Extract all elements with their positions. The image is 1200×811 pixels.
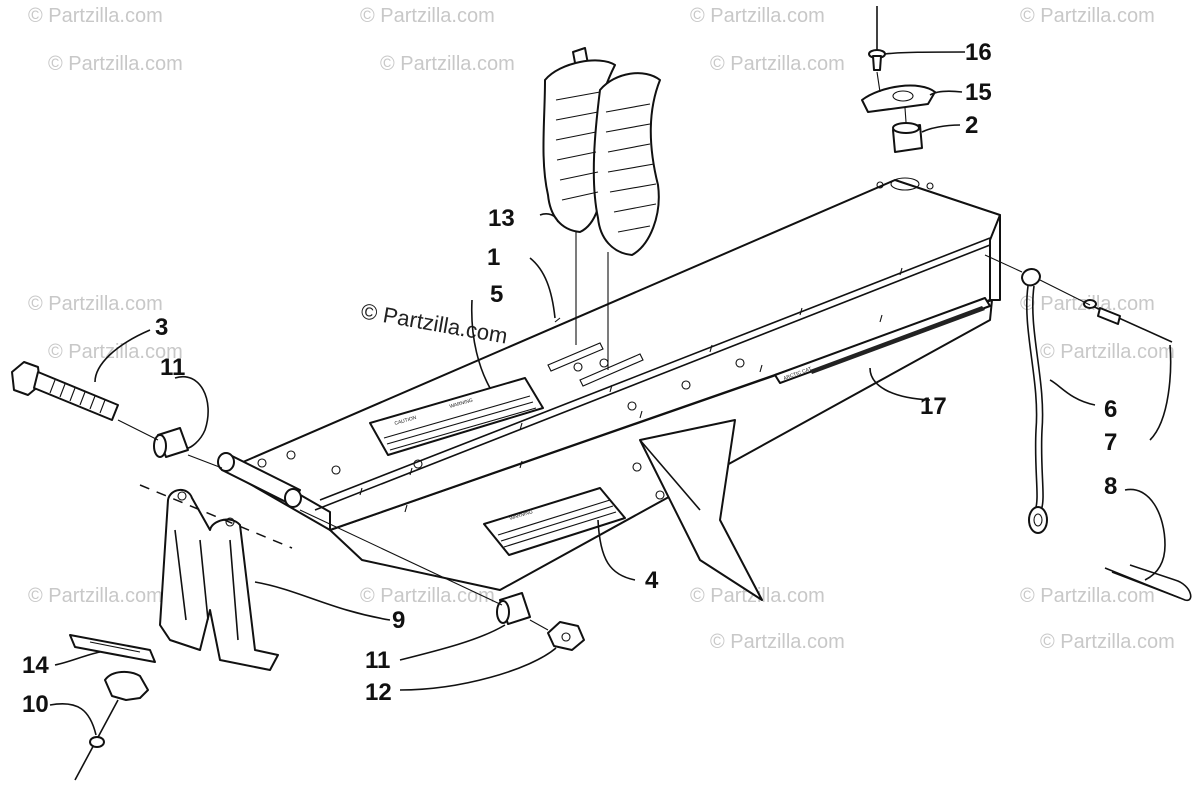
watermark: © Partzilla.com	[28, 5, 163, 27]
watermark: © Partzilla.com	[710, 53, 845, 75]
callout-11b: 11	[365, 647, 390, 674]
mount-plate	[861, 84, 936, 113]
hex-nut	[547, 621, 585, 651]
watermark: © Partzilla.com	[1040, 341, 1175, 363]
hair-pin-clip	[1104, 564, 1192, 602]
callout-5: 5	[490, 281, 503, 308]
callout-6: 6	[1104, 396, 1117, 423]
callout-15: 15	[965, 79, 992, 106]
lanyard	[1021, 268, 1048, 534]
watermark: © Partzilla.com	[710, 631, 845, 653]
watermarks: © Partzilla.com © Partzilla.com © Partzi…	[28, 5, 1175, 653]
top-rivet	[868, 6, 886, 71]
watermark: © Partzilla.com	[28, 585, 163, 607]
hitch-bracket	[159, 489, 279, 671]
callout-10: 10	[22, 691, 49, 718]
watermark: © Partzilla.com	[48, 53, 183, 75]
side-decal: ARCTIC CAT	[774, 297, 991, 384]
callout-3: 3	[155, 314, 168, 341]
handle-grip	[542, 47, 661, 370]
watermark: © Partzilla.com	[1040, 631, 1175, 653]
watermark: © Partzilla.com	[690, 5, 825, 27]
callout-8: 8	[1104, 473, 1117, 500]
leader-lines	[49, 51, 1172, 736]
knob-pin	[74, 670, 149, 781]
hex-bolt	[11, 361, 119, 421]
callout-9: 9	[392, 607, 405, 634]
center-watermark: © Partzilla.com	[359, 298, 509, 348]
callout-13: 13	[488, 205, 515, 232]
callout-16: 16	[965, 39, 992, 66]
callout-4: 4	[645, 567, 659, 594]
callout-7: 7	[1104, 429, 1117, 456]
watermark: © Partzilla.com	[28, 293, 163, 315]
clevis-pin	[1083, 299, 1173, 343]
watermark: © Partzilla.com	[360, 5, 495, 27]
callout-17: 17	[920, 393, 947, 420]
bushing-front	[153, 427, 189, 458]
callout-12: 12	[365, 679, 392, 706]
hitch-plate	[69, 634, 156, 663]
callout-11a: 11	[160, 354, 185, 381]
callout-14: 14	[22, 652, 49, 679]
watermark: © Partzilla.com	[1020, 5, 1155, 27]
bushing-rear	[496, 592, 531, 625]
assembly-axes	[117, 71, 1091, 631]
watermark: © Partzilla.com	[1020, 585, 1155, 607]
pivot-tube	[217, 452, 302, 508]
callouts: 1 2 3 4 5 6 7 8 9 10 11 11 12 13 14 15 1…	[22, 39, 1117, 718]
caution-label: CAUTION WARNING	[369, 377, 544, 456]
watermark: © Partzilla.com	[48, 341, 183, 363]
grommet	[892, 122, 923, 153]
callout-1: 1	[487, 244, 500, 271]
callout-2: 2	[965, 112, 978, 139]
watermark: © Partzilla.com	[380, 53, 515, 75]
watermark: © Partzilla.com	[360, 585, 495, 607]
